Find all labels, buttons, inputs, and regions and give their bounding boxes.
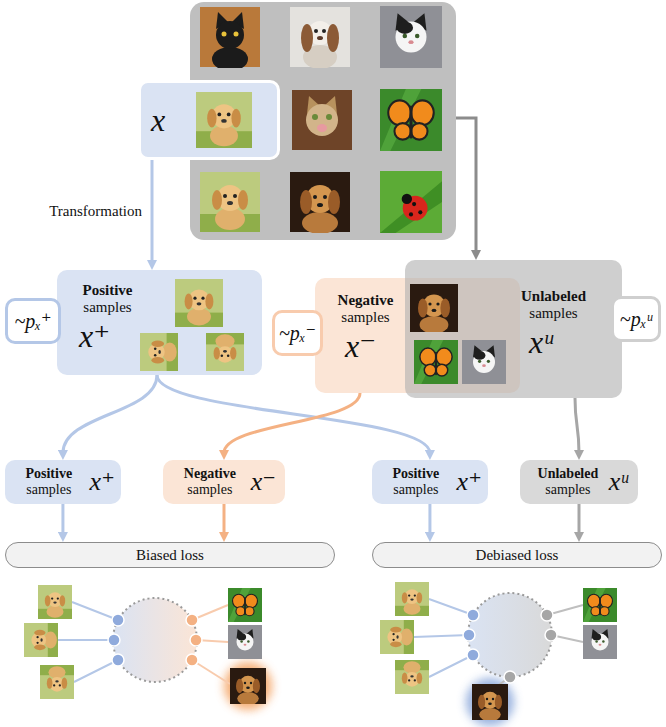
positive-dots <box>463 609 479 661</box>
photo-cat <box>380 6 442 68</box>
math-symbol: x⁺ <box>457 469 482 495</box>
math-symbol: x⁻ <box>251 469 276 495</box>
set-title: Unlabeled samples <box>513 288 594 322</box>
biased-embedding <box>24 585 272 710</box>
photo-cat <box>292 90 352 150</box>
math-symbol: x <box>151 104 165 136</box>
positive-dots <box>108 614 124 666</box>
photo-ladybug <box>380 171 442 233</box>
sample-pill: Positive samplesx⁺ <box>372 460 488 504</box>
set-title: Unlabeled samples <box>530 466 606 497</box>
set-title: Positive samples <box>378 466 454 497</box>
sample-set: Unlabeled samples xᵘ <box>405 260 622 398</box>
connector-arrow <box>428 504 431 535</box>
photo-dog <box>140 333 178 371</box>
photo-dog <box>380 620 414 654</box>
photo-dog <box>24 623 58 657</box>
positive-photos <box>140 279 244 371</box>
math-symbol: x⁺ <box>79 320 254 352</box>
connector-arrow <box>63 375 157 453</box>
sample-pill: Positive samplesx⁺ <box>5 460 121 504</box>
photo-cat <box>200 7 260 71</box>
sample-pill: Negative samplesx⁻ <box>163 460 285 504</box>
math-symbol: ~pₓ⁺ <box>14 311 51 331</box>
loss-name: Debiased loss <box>476 548 559 563</box>
photo-dog <box>395 582 429 616</box>
distribution-tab: ~pₓᵘ <box>611 296 661 342</box>
photo-dog <box>206 333 244 371</box>
photo-cat <box>583 625 617 659</box>
photo-dog <box>230 668 266 705</box>
leader-lines <box>58 602 118 682</box>
photo-dog <box>290 172 350 234</box>
photo-cat <box>228 625 262 659</box>
connector-arrow <box>61 504 64 535</box>
photo-dog <box>200 172 260 232</box>
image-grid: x <box>190 2 456 240</box>
distribution-tab: ~pₓ⁻ <box>272 310 323 356</box>
math-symbol: ~pₓ⁻ <box>279 323 316 343</box>
label-holder: Transformation <box>47 203 144 220</box>
photo-dog <box>472 684 508 721</box>
math-symbol: x⁻ <box>345 330 512 362</box>
set-title: Negative samples <box>172 466 248 497</box>
sample-pill: Unlabeled samplesxᵘ <box>520 460 638 504</box>
connector-arrow <box>575 398 579 453</box>
embedding-sphere <box>468 593 552 677</box>
photo-dog <box>175 279 223 327</box>
math-symbol: x⁺ <box>90 469 115 495</box>
photo-cat <box>462 340 506 384</box>
connector-arrow <box>456 118 476 253</box>
connector-arrow <box>578 504 581 535</box>
debiased-embedding <box>380 582 617 726</box>
math-symbol: ~pₓᵘ <box>620 309 652 329</box>
highlight-glow <box>466 678 514 726</box>
photo-dog <box>410 284 458 334</box>
edge-label: Transformation <box>47 203 144 220</box>
photo-butterfly <box>380 89 442 151</box>
leader-lines <box>414 599 473 677</box>
negative-dots <box>186 614 202 666</box>
photo-dog <box>40 665 74 699</box>
photo-butterfly <box>583 588 617 622</box>
distribution-tab: ~pₓ⁺ <box>5 298 61 344</box>
leader-lines <box>497 605 583 686</box>
photo-dog <box>38 585 72 619</box>
unlabeled-dots <box>504 609 557 683</box>
connector-arrow <box>151 160 154 263</box>
set-title: Positive samples <box>11 466 87 497</box>
set-title: Negative samples <box>325 292 406 326</box>
loss-pill: Debiased loss <box>372 542 662 568</box>
connector-arrow <box>223 504 226 535</box>
sample-set: Positive samples x⁺ <box>57 270 262 375</box>
leader-lines <box>192 605 230 684</box>
loss-pill: Biased loss <box>5 542 335 568</box>
photo-dog <box>395 660 429 694</box>
highlight-glow <box>224 662 272 710</box>
embedding-sphere <box>113 598 197 682</box>
set-title: Positive samples <box>67 282 148 316</box>
math-symbol: xᵘ <box>609 469 628 495</box>
photo-grid <box>196 6 442 234</box>
loss-name: Biased loss <box>136 548 204 563</box>
anchor-box: x <box>138 80 280 160</box>
negative-photos <box>410 284 506 384</box>
math-symbol: xᵘ <box>529 326 614 358</box>
photo-butterfly <box>414 340 458 384</box>
photo-dog <box>196 92 252 148</box>
connector-arrow <box>224 393 360 453</box>
photo-dog <box>290 7 350 69</box>
photo-butterfly <box>228 588 262 622</box>
